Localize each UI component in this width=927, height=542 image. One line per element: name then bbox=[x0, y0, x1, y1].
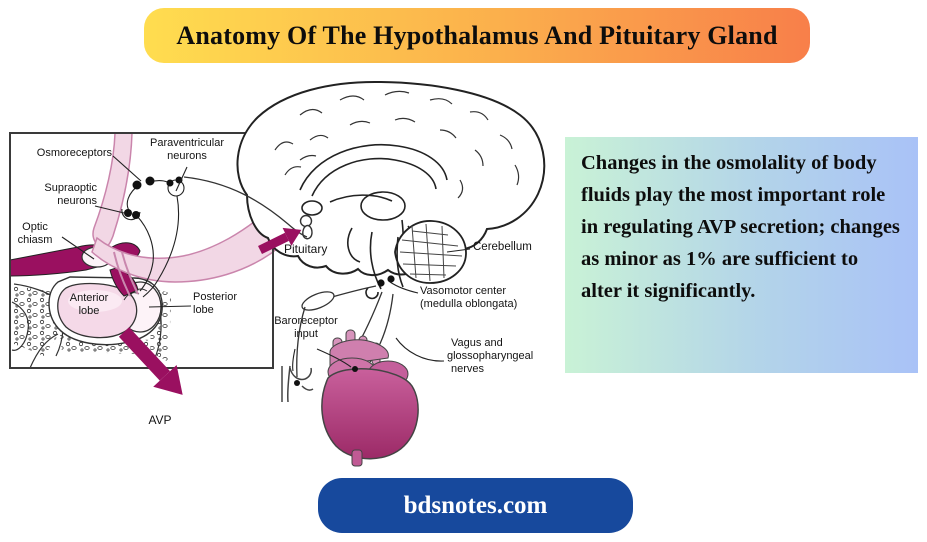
bdsnotes-button[interactable]: bdsnotes.com bbox=[318, 478, 633, 533]
label-cerebellum: Cerebellum bbox=[473, 241, 532, 253]
pituitary-lobes bbox=[48, 276, 163, 346]
label-line: Posterior bbox=[193, 291, 238, 303]
label-leader-lines bbox=[61, 155, 471, 372]
pituitary-in-situ bbox=[299, 214, 313, 240]
label-line: Paraventricular bbox=[150, 137, 224, 149]
label-line: glossopharyngeal bbox=[447, 350, 534, 362]
label-pituitary: Pituitary bbox=[284, 242, 328, 256]
label-anterior-lobe: Anterior lobe bbox=[54, 292, 124, 318]
diagram-frame bbox=[9, 132, 274, 369]
label-line: lobe bbox=[78, 305, 100, 317]
cerebellum-shape bbox=[394, 220, 467, 284]
title-banner: Anatomy Of The Hypothalamus And Pituitar… bbox=[144, 8, 810, 63]
label-line: Vagus and bbox=[451, 337, 503, 349]
label-line: Supraoptic bbox=[44, 182, 97, 194]
label-posterior-lobe: Posterior lobe bbox=[193, 291, 253, 317]
label-line: chiasm bbox=[17, 234, 53, 246]
label-line: Baroreceptor bbox=[274, 315, 338, 327]
label-line: input bbox=[294, 328, 318, 340]
label-line: (medulla oblongata) bbox=[420, 298, 518, 310]
gyri-lines bbox=[274, 90, 520, 199]
brain-illustration bbox=[236, 80, 546, 300]
label-line: Vasomotor center bbox=[420, 285, 507, 297]
pituitary-arrow bbox=[258, 227, 302, 255]
label-osmoreceptors: Osmoreceptors bbox=[36, 147, 112, 159]
label-optic-chiasm: Optic chiasm bbox=[8, 221, 62, 247]
vasomotor-center-dots bbox=[377, 275, 395, 287]
label-line: lobe bbox=[193, 304, 214, 316]
label-vasomotor-center: Vasomotor center (medulla oblongata) bbox=[420, 285, 550, 311]
label-line: Anterior bbox=[69, 292, 109, 304]
label-line: neurons bbox=[57, 195, 97, 207]
neuron-cell-bodies bbox=[124, 176, 183, 219]
label-paraventricular-neurons: Paraventricular neurons bbox=[137, 137, 237, 163]
label-supraoptic-neurons: Supraoptic neurons bbox=[27, 182, 97, 208]
label-line: neurons bbox=[167, 150, 207, 162]
sagittal-box-diagram bbox=[9, 132, 274, 369]
heart-illustration bbox=[321, 329, 419, 467]
avp-arrow bbox=[118, 327, 183, 395]
bdsnotes-label: bdsnotes.com bbox=[403, 491, 548, 519]
info-text: Changes in the osmolality of body fluids… bbox=[581, 152, 900, 302]
label-vagus-glossopharyngeal: Vagus and glossopharyngeal nerves bbox=[447, 337, 567, 376]
carotid-sinus-sketch bbox=[281, 365, 314, 403]
page-title: Anatomy Of The Hypothalamus And Pituitar… bbox=[176, 20, 778, 50]
label-baroreceptor-input: Baroreceptor input bbox=[266, 315, 346, 341]
label-avp: AVP bbox=[148, 413, 172, 427]
label-line: nerves bbox=[451, 363, 485, 375]
info-box: Changes in the osmolality of body fluids… bbox=[565, 137, 918, 373]
label-line: Optic bbox=[22, 221, 48, 233]
